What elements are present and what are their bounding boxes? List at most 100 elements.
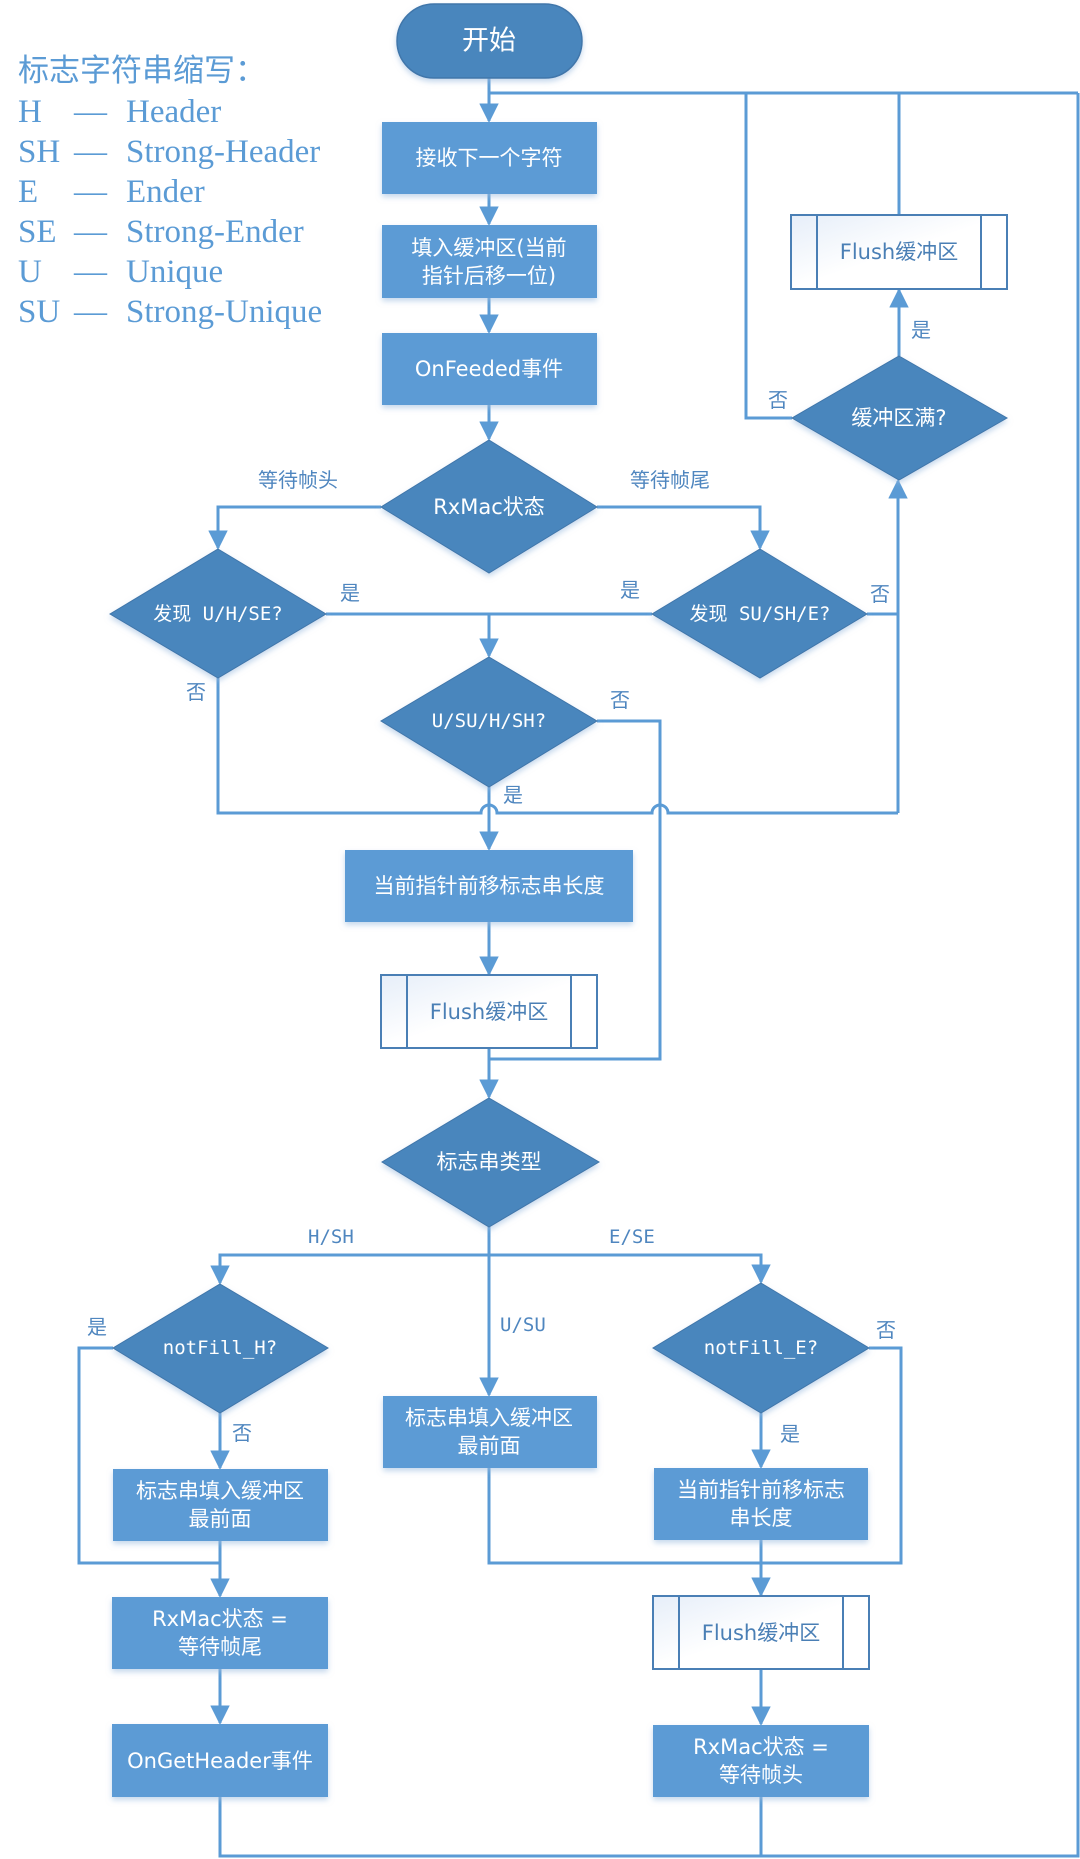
fill-front-left-line2: 最前面 [189,1507,252,1531]
legend-abbr: SU [18,294,61,330]
decision-flag-type[interactable]: 标志串类型 [381,1097,600,1228]
decision-find-sushe[interactable]: 发现 SU/SH/E? [651,548,868,679]
label-notfill-h-yes: 是 [87,1315,107,1339]
find-uhse-label: 发现 U/H/SE? [153,603,283,625]
set-wait-tail-line2: 等待帧尾 [178,1635,262,1659]
label-uhse-yes: 是 [340,581,360,605]
notfill-h-label: notFill_H? [163,1337,277,1359]
decision-is-usuhsh[interactable]: U/SU/H/SH? [380,656,598,788]
legend-full: Strong-Ender [126,214,304,250]
edge-return-loop [218,93,1080,1858]
subprocess-flush-mid[interactable]: Flush缓冲区 [380,974,598,1049]
edge-notfill-h-yes [77,1346,220,1565]
label-buffer-full-no: 否 [768,388,788,412]
process-on-get-header[interactable]: OnGetHeader事件 [112,1724,328,1797]
decision-notfill-e[interactable]: notFill_E? [652,1282,870,1414]
start-label: 开始 [462,26,516,57]
edge-rxmac-wait-head [208,505,381,550]
decision-find-uhse[interactable]: 发现 U/H/SE? [109,548,327,679]
process-fill-front-mid[interactable]: 标志串填入缓冲区 最前面 [383,1396,597,1468]
start-terminator[interactable]: 开始 [396,3,583,79]
on-feeded-label: OnFeeded事件 [415,357,563,381]
subprocess-flush-bottom[interactable]: Flush缓冲区 [652,1595,870,1670]
edge-notfill-e-no [761,1346,903,1565]
process-receive-char[interactable]: 接收下一个字符 [382,122,597,194]
flush-mid-label: Flush缓冲区 [430,1000,548,1024]
connectors [77,78,1080,1858]
legend-full: Strong-Unique [126,294,323,330]
process-on-feeded[interactable]: OnFeeded事件 [382,333,597,405]
legend-title: 标志字符串缩写： [18,53,266,89]
edge-buffer-full-no [744,93,792,420]
legend-full: Ender [126,174,205,210]
legend-item: SU — Strong-Unique [18,292,322,332]
legend-item: E — Ender [18,172,322,212]
legend-dash: — [74,294,107,330]
flag-type-label: 标志串类型 [437,1150,542,1174]
process-move-ptr-back[interactable]: 当前指针前移标志串长度 [345,850,633,922]
label-notfill-h-no: 否 [232,1421,252,1445]
set-wait-head-line2: 等待帧头 [719,1763,803,1787]
label-u-su: U/SU [500,1314,546,1336]
decision-buffer-full[interactable]: 缓冲区满? [791,355,1009,481]
label-notfill-e-yes: 是 [780,1422,800,1446]
decision-rxmac-state[interactable]: RxMac状态 [380,439,598,574]
set-wait-tail-line1: RxMac状态 = [152,1607,288,1631]
label-usuhsh-no: 否 [610,688,630,712]
buffer-full-label: 缓冲区满? [851,406,946,430]
label-wait-head: 等待帧头 [258,468,338,492]
notfill-e-label: notFill_E? [704,1337,818,1359]
fill-front-mid-line1: 标志串填入缓冲区 [405,1406,573,1430]
process-fill-front-left[interactable]: 标志串填入缓冲区 最前面 [113,1469,328,1541]
legend-abbr: E [18,174,39,210]
legend-full: Strong-Header [126,134,321,170]
process-set-wait-head[interactable]: RxMac状态 = 等待帧头 [653,1725,869,1797]
process-move-ptr-back-right[interactable]: 当前指针前移标志 串长度 [654,1468,868,1540]
subprocess-flush-top[interactable]: Flush缓冲区 [790,214,1008,290]
legend-abbr: U [18,254,42,290]
legend-item: U — Unique [18,252,322,292]
legend-dash: — [74,214,107,250]
move-ptr-right-line1: 当前指针前移标志 [677,1478,845,1502]
rxmac-state-label: RxMac状态 [433,495,545,519]
label-buffer-full-yes: 是 [911,318,931,342]
legend: 标志字符串缩写： H—Header SH—Strong-Header E—End… [18,50,322,332]
legend-abbr: SE [18,214,57,250]
legend-abbr: SH [18,134,61,170]
label-uhse-no: 否 [186,680,206,704]
fill-front-mid-line2: 最前面 [458,1434,521,1458]
process-set-wait-tail[interactable]: RxMac状态 = 等待帧尾 [112,1597,328,1669]
legend-item: SE — Strong-Ender [18,212,322,252]
edge-type-e-se [489,1253,771,1284]
legend-dash: — [74,174,107,210]
legend-abbr: H [18,94,42,130]
edge-labels: 等待帧头 等待帧尾 是 是 否 否 否 是 是 否 H/SH E/SE U/SU… [87,318,931,1446]
move-ptr-right-line2: 串长度 [730,1506,793,1530]
label-sushe-no: 否 [870,582,890,606]
flush-bottom-label: Flush缓冲区 [702,1621,820,1645]
edge-mid-fill-merge [487,1468,761,1565]
edge-type-h-sh [210,1253,489,1285]
on-get-header-label: OnGetHeader事件 [127,1749,313,1773]
label-e-se: E/SE [609,1226,655,1248]
decision-notfill-h[interactable]: notFill_H? [112,1283,329,1414]
label-wait-tail: 等待帧尾 [630,468,710,492]
is-usuhsh-label: U/SU/H/SH? [432,710,546,732]
flush-top-label: Flush缓冲区 [840,240,958,264]
legend-dash: — [74,254,107,290]
label-usuhsh-yes: 是 [503,783,523,807]
edge-rxmac-wait-tail [597,505,770,550]
label-sushe-yes: 是 [620,578,640,602]
find-sushe-label: 发现 SU/SH/E? [690,603,831,625]
move-ptr-back-label: 当前指针前移标志串长度 [374,874,605,898]
label-h-sh: H/SH [308,1226,354,1248]
legend-dash: — [74,94,107,130]
process-fill-buffer[interactable]: 填入缓冲区(当前 指针后移一位) [382,225,597,298]
fill-buffer-line2: 指针后移一位) [422,264,556,288]
fill-front-left-line1: 标志串填入缓冲区 [136,1479,304,1503]
legend-item: SH—Strong-Header [18,132,322,172]
legend-full: Header [126,94,222,130]
legend-full: Unique [126,254,224,290]
edge-usuhsh-no [489,719,662,1061]
